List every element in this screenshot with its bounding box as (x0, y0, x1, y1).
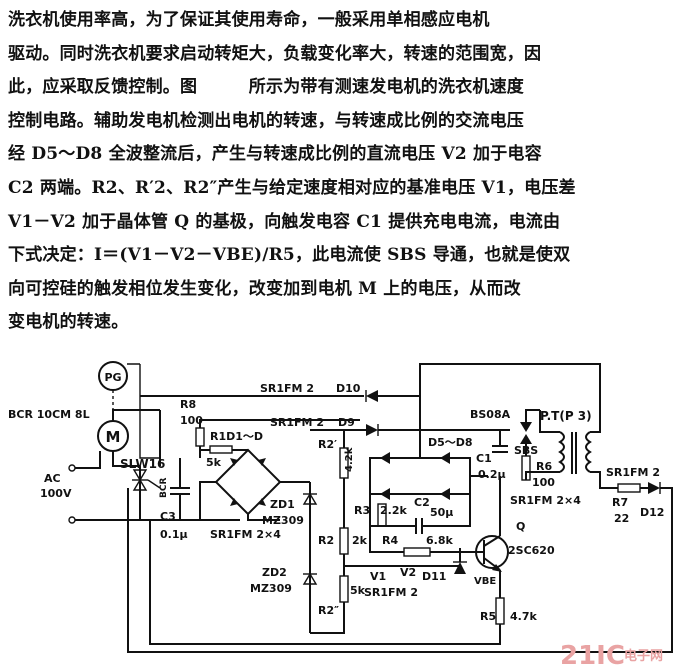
capacitor-c2 (415, 518, 423, 534)
vbe-label: VBE (474, 576, 496, 587)
c1-label: C1 (476, 452, 492, 465)
paragraph-line: 下式决定：I＝(V1－V2－VBE)/R5，此电流使 SBS 导通，也就是使双 (8, 245, 571, 266)
ac-terminal-bottom (68, 516, 76, 524)
diode-d11 (454, 562, 466, 574)
r4-value: 6.8k (426, 534, 453, 547)
r7-label: R7 (612, 496, 628, 509)
bcr-small-label: BCR (159, 478, 169, 498)
r8-label: R8 (180, 398, 196, 411)
slw-label: SLW16 (120, 457, 165, 471)
triac-symbol (132, 469, 161, 491)
paragraph-line: 向可控硅的触发相位发生变化，改变加到电机 M 上的电压，从而改 (8, 278, 521, 299)
paragraph-line: 经 D5～D8 全波整流后，产生与转速成比例的直流电压 V2 加于电容 (8, 144, 542, 165)
zd2-label: ZD2 (262, 566, 287, 579)
capacitor-c1 (492, 430, 508, 453)
r7-value: 22 (614, 512, 629, 525)
zener-zd1 (302, 482, 318, 528)
r3-label: R3 (354, 504, 370, 517)
c2-label: C2 (414, 496, 430, 509)
q-label: Q (516, 520, 525, 533)
r6-value: 100 (532, 476, 555, 489)
bs08a-label: BS08A (470, 408, 511, 421)
r1d1-label: R1D1～D (210, 430, 263, 443)
zener-zd2 (302, 528, 318, 633)
body-paragraph: 洗衣机使用率高，为了保证其使用寿命，一般采用单相感应电机 驱动。同时洗衣机要求启… (8, 4, 690, 340)
r1-value: 5k (206, 456, 222, 469)
paragraph-line: 驱动。同时洗衣机要求启动转矩大，负载变化率大，转速的范围宽，因 (8, 43, 542, 64)
d9-label: D9 (338, 416, 355, 429)
r5-value: 4.7k (510, 610, 537, 623)
transistor-q (474, 535, 509, 572)
r5-label: R5 (480, 610, 496, 623)
sbs-device (520, 422, 532, 432)
d12-label: D12 (640, 506, 664, 519)
resistor-r7 (617, 483, 641, 493)
c2-value: 50μ (430, 506, 453, 519)
c1-value: 0.2μ (478, 468, 506, 481)
resistor-r1 (209, 445, 233, 454)
r2-value: 2k (352, 534, 368, 547)
v1-label: V1 (370, 570, 386, 583)
resistor-r4 (403, 547, 431, 557)
d10-label: D10 (336, 382, 361, 395)
diode-d9 (366, 424, 378, 436)
r3-value: 2.2k (380, 504, 407, 517)
paragraph-line: 控制电路。辅助发电机检测出电机的转速，与转速成比例的交流电压 (8, 110, 524, 131)
c3-label: C3 (160, 510, 176, 523)
resistor-r2 (339, 527, 349, 555)
diode-d12 (648, 482, 660, 494)
srfm-d11-part: SR1FM 2 (364, 586, 418, 599)
watermark-cn: 电子网 (624, 648, 663, 664)
srfm-d9-part: SR1FM 2 (270, 416, 324, 429)
capacitor-c3 (170, 458, 190, 520)
diodes-d5-d8 (369, 452, 471, 500)
pg-generator-symbol: PG (98, 361, 128, 391)
paragraph-line: V1－V2 加于晶体管 Q 的基极，向触发电容 C1 提供充电电流，电流由 (8, 211, 561, 232)
motor-symbol: M (97, 420, 129, 452)
r2-label: R2 (318, 534, 334, 547)
zd1-part: MZ309 (262, 514, 304, 527)
r2p-label: R2′ (318, 438, 337, 451)
pulse-transformer (558, 431, 592, 474)
ac-label: AC (44, 472, 61, 485)
paragraph-line: 洗衣机使用率高，为了保证其使用寿命，一般采用单相感应电机 (8, 10, 490, 30)
v2-label: V2 (400, 566, 416, 579)
r8-value: 100 (180, 414, 203, 427)
pt-label: P.T(P 3) (540, 409, 592, 423)
srfm-d12-part: SR1FM 2 (606, 466, 660, 479)
r2pp-value: 5k (350, 584, 366, 597)
d11-label: D11 (422, 570, 446, 583)
resistor-r5 (495, 597, 505, 625)
resistor-r2pp (339, 575, 349, 603)
bcr-label: BCR 10CM 8L (8, 408, 90, 421)
motor-label: M (106, 428, 121, 446)
ac-terminal-top (68, 464, 76, 472)
r2p-value: 4.2k (344, 447, 355, 472)
pg-label: PG (104, 371, 121, 384)
bridge-diode-part: SR1FM 2×4 (210, 528, 281, 541)
zd1-label: ZD1 (270, 498, 295, 511)
paragraph-line: C2 两端。R2、R′2、R2″产生与给定速度相对应的基准电压 V1，电压差 (8, 177, 576, 198)
zd2-part: MZ309 (250, 582, 292, 595)
r4-label: R4 (382, 534, 398, 547)
q-part: 2SC620 (508, 544, 555, 557)
srfm-d10-part: SR1FM 2 (260, 382, 314, 395)
watermark-logo: 21IC (560, 641, 625, 671)
diode-d10 (366, 390, 378, 402)
ac-voltage-label: 100V (40, 487, 72, 500)
paragraph-line: 变电机的转速。 (8, 312, 129, 333)
c3-value: 0.1μ (160, 528, 188, 541)
r2pp-label: R2″ (318, 604, 339, 617)
resistor-r8 (195, 427, 205, 447)
d5d8-label: D5～D8 (428, 436, 473, 449)
srfm-r6-part: SR1FM 2×4 (510, 494, 581, 507)
paragraph-line: 此，应采取反馈控制。图 所示为带有测速发电机的洗衣机速度 (8, 77, 524, 98)
circuit-diagram: PG M BCR 10CM 8L SLW16 AC 100V BCR (8, 361, 673, 671)
r6-label: R6 (536, 460, 552, 473)
